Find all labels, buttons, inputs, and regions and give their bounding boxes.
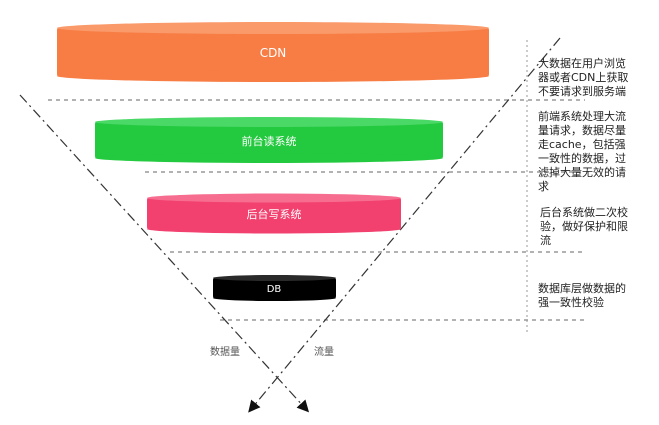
note-line: 求: [538, 180, 549, 193]
note-line: 数据库层做数据的: [538, 282, 626, 295]
note-line: 流: [540, 234, 551, 247]
note-db: 数据库层做数据的 强一致性校验: [538, 282, 656, 310]
note-line: 器或者CDN上获取: [538, 71, 629, 84]
arrow-label-right: 流量: [314, 345, 334, 358]
layer-cdn-label: CDN: [260, 46, 287, 60]
note-line: 强一致性校验: [538, 296, 604, 309]
layer-db-label: DB: [267, 284, 282, 295]
layer-cdn: CDN: [57, 22, 489, 82]
layer-backend-write-label: 后台写系统: [247, 207, 302, 221]
note-line: 一致性的数据，过: [538, 152, 626, 165]
funnel-right-line: [248, 37, 561, 413]
arrow-label-left: 数据量: [210, 345, 240, 358]
note-line: 走cache，包括强: [538, 138, 626, 151]
note-backend: 后台系统做二次校 验，做好保护和限 流: [540, 206, 656, 248]
note-line: 量请求，数据尽量: [538, 124, 626, 137]
note-line: 滤掉大量无效的请: [538, 166, 626, 179]
note-line: 验，做好保护和限: [540, 220, 628, 233]
layer-frontend-read: 前台读系统: [95, 117, 443, 163]
note-cdn: 大数据在用户浏览 器或者CDN上获取 不要请求到服务端: [538, 57, 656, 99]
note-line: 不要请求到服务端: [538, 85, 626, 98]
layer-db: DB: [213, 275, 336, 301]
layer-backend-write: 后台写系统: [147, 193, 401, 234]
note-line: 后台系统做二次校: [540, 206, 628, 219]
note-frontend: 前端系统处理大流 量请求，数据尽量 走cache，包括强 一致性的数据，过 滤掉…: [538, 110, 656, 194]
note-line: 大数据在用户浏览: [538, 57, 626, 70]
layer-frontend-read-label: 前台读系统: [242, 134, 297, 148]
note-line: 前端系统处理大流: [538, 110, 626, 123]
